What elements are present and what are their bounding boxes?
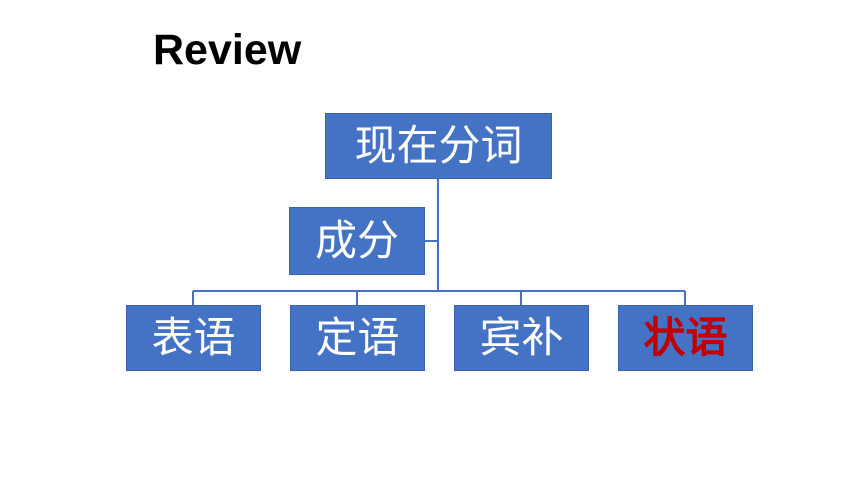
root-node: 现在分词	[325, 113, 552, 179]
child-node-attributive: 定语	[290, 305, 425, 371]
child-node-adverbial: 状语	[618, 305, 753, 371]
assistant-node: 成分	[289, 207, 425, 275]
slide-title: Review	[153, 26, 302, 74]
child-node-predicative: 表语	[126, 305, 261, 371]
child-node-object-complement: 宾补	[454, 305, 589, 371]
